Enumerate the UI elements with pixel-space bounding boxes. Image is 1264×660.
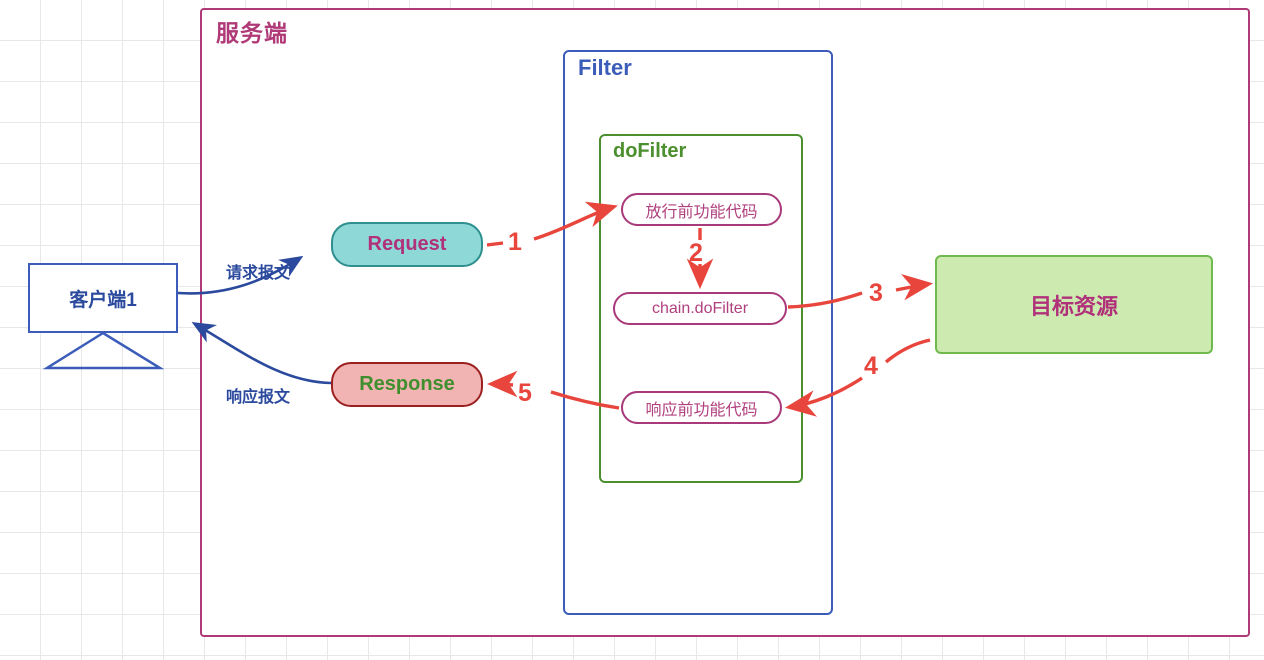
pre-code-node-label: 放行前功能代码 xyxy=(645,203,758,221)
client-node[interactable]: 客户端1 xyxy=(28,263,178,333)
pre-code-node[interactable]: 放行前功能代码 xyxy=(621,193,782,226)
chain-dofilter-node-label: chain.doFilter xyxy=(651,299,749,317)
filter-container-label: Filter xyxy=(578,55,632,80)
request-node[interactable]: Request xyxy=(331,222,483,267)
dofilter-container-label: doFilter xyxy=(613,140,687,162)
response-node[interactable]: Response xyxy=(331,362,483,407)
request-node-label: Request xyxy=(367,233,447,255)
chain-dofilter-node[interactable]: chain.doFilter xyxy=(613,292,787,325)
step-number-3: 3 xyxy=(869,279,883,307)
post-code-node[interactable]: 响应前功能代码 xyxy=(621,391,782,424)
step-number-2: 2 xyxy=(689,239,703,267)
step-number-4: 4 xyxy=(864,352,878,380)
server-container-label: 服务端 xyxy=(216,20,288,46)
target-resource-node[interactable]: 目标资源 xyxy=(935,255,1213,354)
client-node-label: 客户端1 xyxy=(69,289,137,311)
step-number-1: 1 xyxy=(508,228,522,256)
response-node-label: Response xyxy=(359,373,455,395)
post-code-node-label: 响应前功能代码 xyxy=(645,401,758,419)
response-message-label: 响应报文 xyxy=(226,389,291,406)
step-number-5: 5 xyxy=(518,379,532,407)
client-monitor-stand xyxy=(42,331,165,370)
target-resource-node-label: 目标资源 xyxy=(1029,293,1118,319)
request-message-label: 请求报文 xyxy=(226,265,291,282)
